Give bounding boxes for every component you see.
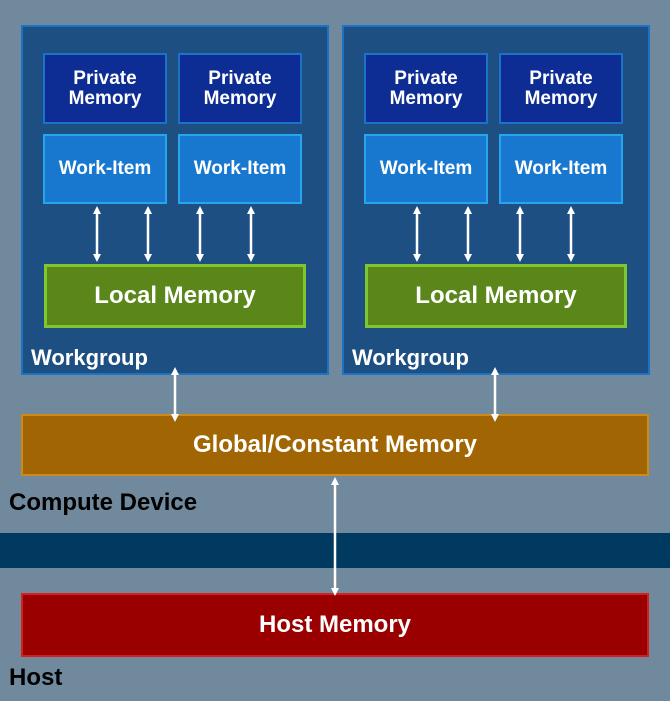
- global-constant-memory: Global/Constant Memory: [21, 414, 649, 476]
- private-memory-1-2: Private Memory: [178, 53, 302, 124]
- compute-device-label: Compute Device: [9, 489, 198, 516]
- work-item-2-2: Work-Item: [499, 134, 623, 204]
- workgroup-2: Private Memory Private Memory Work-Item …: [342, 25, 650, 375]
- work-item-2-1: Work-Item: [364, 134, 488, 204]
- work-item-1-1: Work-Item: [43, 134, 167, 204]
- private-memory-1-1: Private Memory: [43, 53, 167, 124]
- local-memory-2: Local Memory: [365, 264, 627, 328]
- local-memory-1: Local Memory: [44, 264, 306, 328]
- host-label: Host: [9, 664, 63, 691]
- private-memory-2-1: Private Memory: [364, 53, 488, 124]
- work-item-1-2: Work-Item: [178, 134, 302, 204]
- workgroup-1: Private Memory Private Memory Work-Item …: [21, 25, 329, 375]
- workgroup-label-1: Workgroup: [31, 345, 148, 370]
- workgroup-label-2: Workgroup: [352, 345, 469, 370]
- private-memory-2-2: Private Memory: [499, 53, 623, 124]
